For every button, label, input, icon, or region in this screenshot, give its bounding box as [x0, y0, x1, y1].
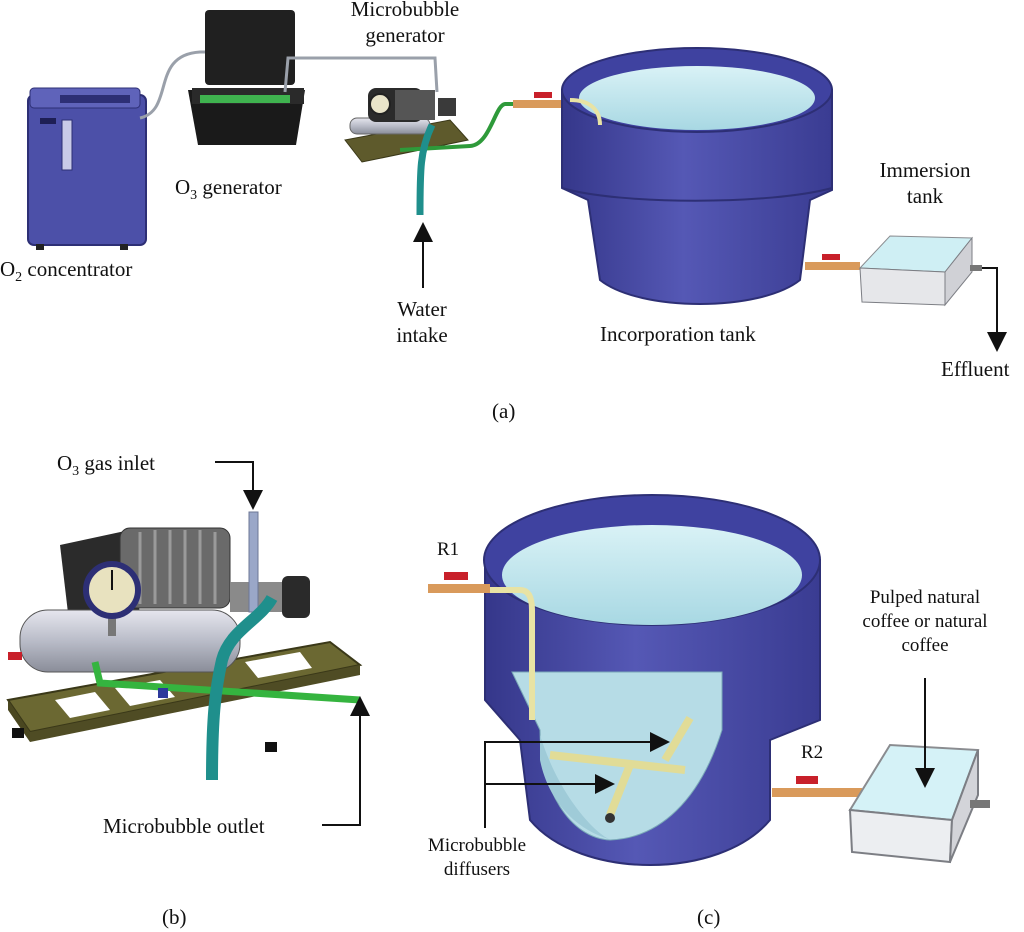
- o3-generator-label: O3 generator: [175, 175, 282, 203]
- immersion-tank-a: [858, 235, 982, 307]
- gas-tube-1: [139, 50, 210, 120]
- caption-b: (b): [162, 905, 187, 929]
- intake-hose-a: [416, 123, 436, 216]
- diffuser-arrow-2: [484, 774, 615, 794]
- outlet-label: Microbubble outlet: [103, 814, 265, 838]
- r2-label: R2: [801, 742, 824, 763]
- caption-c: (c): [697, 905, 721, 929]
- r2-pipe: [772, 788, 862, 797]
- r1-label: R1: [437, 539, 460, 560]
- inlet-pipe-a: [513, 100, 563, 108]
- incorporation-tank-a: [561, 47, 833, 305]
- microbubble-generator-small: [344, 88, 469, 163]
- gas-inlet-label: O3 gas inlet: [57, 451, 155, 479]
- diffuser-arrow-1: [484, 732, 670, 790]
- caption-a: (a): [492, 399, 516, 423]
- effluent-arrow: [982, 267, 1007, 352]
- outlet-pipe-a: [805, 262, 860, 270]
- outlet-valve-a: [822, 254, 840, 260]
- gas-tube-2: [283, 56, 439, 93]
- immersion-tank-c: [848, 743, 990, 864]
- incorporation-tank-cutaway: [483, 494, 821, 866]
- outlet-arrow: [322, 696, 370, 826]
- effluent-label: Effluent: [941, 357, 1010, 381]
- r1-pipe: [428, 584, 490, 593]
- inlet-valve-a: [534, 92, 552, 98]
- microbubble-generator-detail: [6, 511, 363, 781]
- r2-valve: [796, 776, 818, 784]
- gas-inlet-arrow: [215, 461, 263, 510]
- o2-concentrator: [27, 87, 147, 250]
- r1-valve: [444, 572, 468, 580]
- water-pipe-a: [399, 102, 520, 152]
- o3-generator: [188, 10, 305, 145]
- incorporation-tank-label: Incorporation tank: [600, 322, 756, 346]
- o2-concentrator-label: O2 concentrator: [0, 257, 133, 285]
